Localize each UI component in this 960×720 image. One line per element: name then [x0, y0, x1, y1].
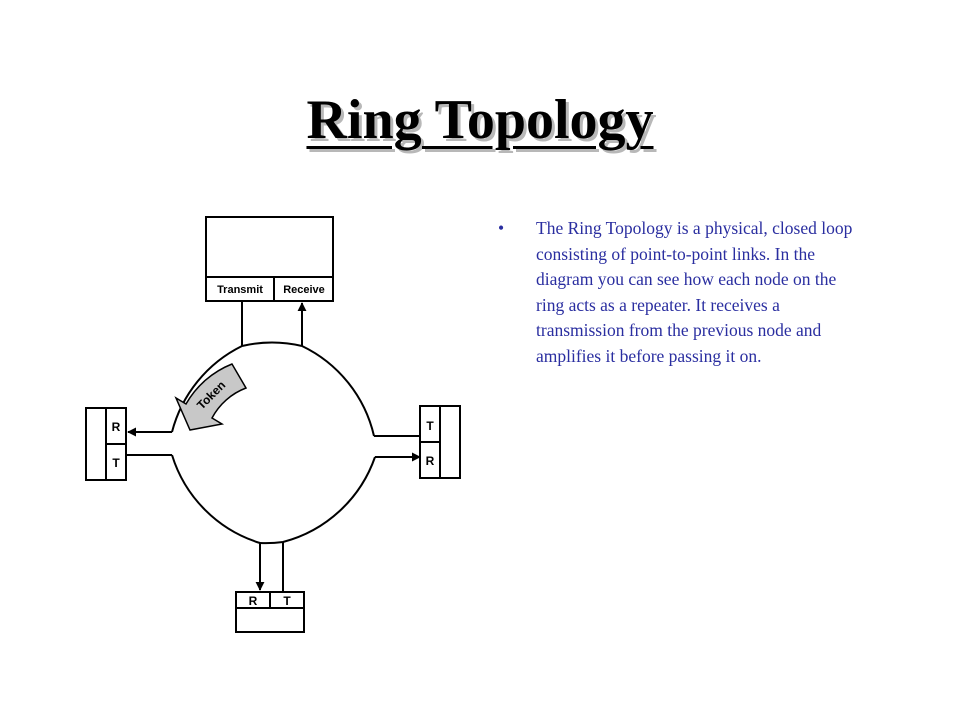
- bottom-t-label: T: [283, 594, 291, 608]
- right-node: [419, 405, 461, 479]
- left-t-label: T: [112, 456, 120, 470]
- ring-arc-top: [241, 341, 303, 347]
- top-node: [205, 216, 334, 302]
- ring-arc-right-upper: [301, 345, 375, 437]
- bottom-node: [235, 591, 305, 633]
- left-node: [85, 407, 127, 481]
- left-r-label: R: [112, 420, 121, 434]
- bullet-marker: •: [498, 218, 505, 238]
- top-transmit-label: Transmit: [217, 284, 263, 296]
- bullet-text: The Ring Topology is a physical, closed …: [536, 218, 853, 366]
- ring-arc-left-lower: [171, 454, 261, 544]
- slide-title: Ring Topology: [306, 89, 654, 151]
- ring-arc-right-lower: [282, 456, 376, 543]
- bullet-item: • The Ring Topology is a physical, close…: [498, 216, 868, 369]
- token-arrow-icon: [174, 363, 248, 431]
- top-receive-label: Receive: [283, 284, 325, 296]
- ring-arc-bottom: [259, 541, 284, 545]
- bullet-list: • The Ring Topology is a physical, close…: [498, 216, 868, 369]
- ring: [171, 341, 376, 545]
- right-r-label: R: [426, 454, 435, 468]
- connectors: [126, 301, 422, 592]
- bottom-r-label: R: [249, 594, 258, 608]
- right-t-label: T: [426, 419, 434, 433]
- ring-arc-left-upper: [171, 345, 243, 433]
